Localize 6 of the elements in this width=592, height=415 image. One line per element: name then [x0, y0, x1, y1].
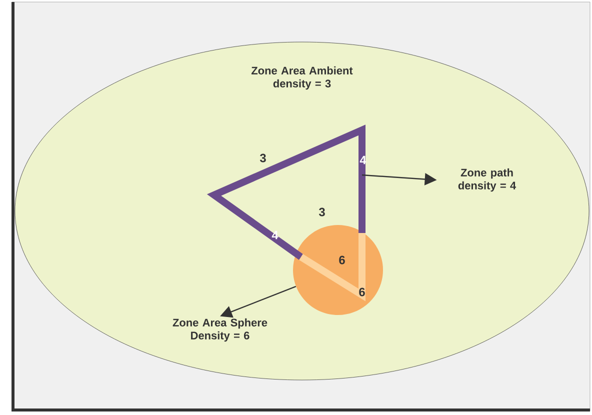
zone-label: Zone path density = 4 — [458, 168, 516, 192]
density-number: 6 — [339, 256, 345, 264]
density-number: 3 — [260, 154, 266, 162]
zone-label: Zone Area Sphere Density = 6 — [172, 318, 268, 342]
sphere-circle — [293, 225, 383, 315]
density-number: 6 — [359, 288, 365, 296]
